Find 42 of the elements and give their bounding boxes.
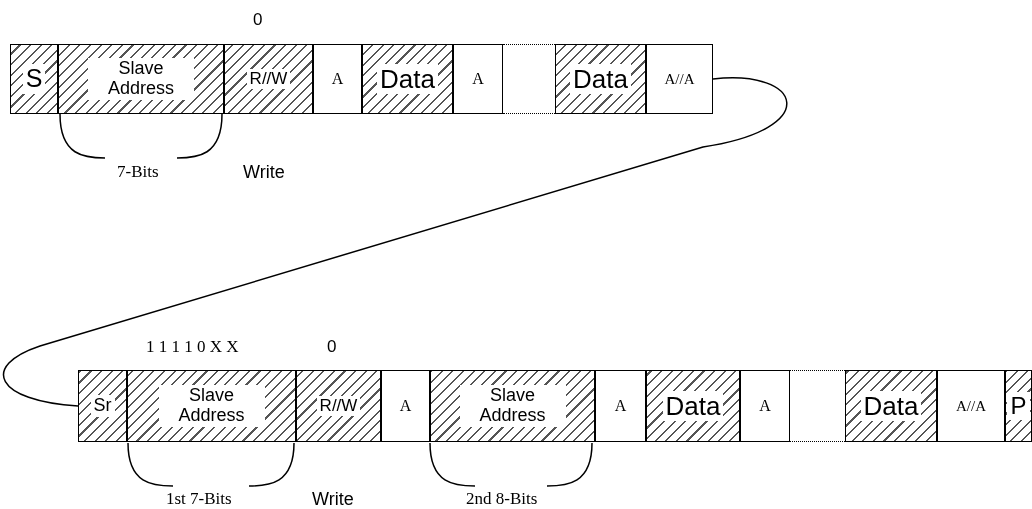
field-label: Slave Address [158, 385, 265, 427]
frame-field [127, 370, 296, 442]
field-label: Data [570, 63, 631, 95]
field-label: Slave Address [88, 58, 194, 100]
frame-field [362, 44, 453, 114]
frame-field [937, 370, 1005, 442]
direction-label: Write [243, 162, 285, 183]
frame-field [1005, 370, 1032, 442]
frame-field [555, 44, 646, 114]
bit-count-label: 2nd 8-Bits [466, 489, 538, 509]
field-label: Data [662, 390, 724, 422]
ellipsis-gap [503, 44, 555, 114]
frame-field [646, 370, 740, 442]
frame-field [58, 44, 224, 114]
frame-field [78, 370, 127, 442]
field-label: Data [860, 390, 922, 422]
frame-field [381, 370, 430, 442]
bit-value-label: 0 [253, 10, 263, 30]
frame-field [10, 44, 58, 114]
field-label: P [1007, 391, 1030, 421]
field-label: Data [377, 63, 438, 95]
frame-field [740, 370, 790, 442]
bit-count-label: 7-Bits [117, 162, 159, 182]
frame-field [453, 44, 503, 114]
frame-field [296, 370, 381, 442]
frame-field [224, 44, 313, 114]
frame-field [595, 370, 646, 442]
field-label: R//W [246, 68, 291, 90]
direction-label: Write [312, 489, 354, 509]
field-label: S [22, 64, 46, 94]
field-label: R//W [316, 395, 361, 417]
bit-count-label: 1st 7-Bits [166, 489, 232, 509]
field-label: Slave Address [459, 385, 566, 427]
frame-field [646, 44, 713, 114]
frame-field [313, 44, 362, 114]
field-label: Sr [90, 395, 115, 417]
frame-field [430, 370, 595, 442]
bit-value-label: 0 [327, 337, 337, 357]
ellipsis-gap [790, 370, 845, 442]
bit-value-label: 1 1 1 1 0 X X [146, 337, 239, 357]
connector-line [2, 77, 788, 407]
frame-field [845, 370, 937, 442]
